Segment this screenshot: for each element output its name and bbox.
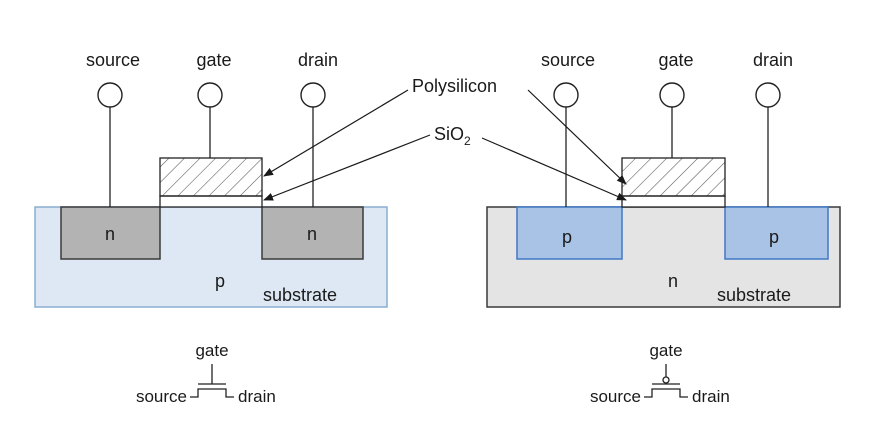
nmos-source-well-label: n [105,224,115,244]
nmos-drain-terminal [300,82,326,108]
nmos-body-type: p [215,271,225,291]
nmos-symbol [190,364,234,398]
polysilicon-arrow-left [263,89,409,177]
pmos-source-label: source [541,50,595,70]
nmos-source-terminal [97,82,123,108]
pmos-symbol-source-label: source [590,387,641,406]
sio2-arrow-left [263,134,431,201]
nmos-symbol-gate-label: gate [195,341,228,360]
pmos-body-type: n [668,271,678,291]
nmos-oxide [159,195,263,208]
nmos-source-well [60,206,161,260]
nmos-drain-well-label: n [307,224,317,244]
nmos-drain-label: drain [298,50,338,70]
nmos-transistor: source gate drain n n p substrate gate s… [34,50,388,406]
nmos-gate-terminal [197,82,223,108]
nmos-polysilicon [159,157,263,197]
pmos-drain-label: drain [753,50,793,70]
pmos-symbol-drain-label: drain [692,387,730,406]
polysilicon-callout-label: Polysilicon [412,76,497,96]
pmos-source-well-label: p [562,227,572,247]
nmos-substrate-label: substrate [263,285,337,305]
pmos-oxide [621,195,726,208]
polysilicon-arrow-right [527,89,627,185]
pmos-substrate-label: substrate [717,285,791,305]
pmos-polysilicon [621,157,726,197]
callouts: Polysilicon SiO2 [263,76,627,201]
pmos-gate-label: gate [658,50,693,70]
pmos-drain-well-label: p [769,227,779,247]
pmos-gate-terminal [659,82,685,108]
pmos-symbol [644,364,688,398]
pmos-transistor: source gate drain p p n substrate gate s… [486,50,841,406]
nmos-symbol-drain-label: drain [238,387,276,406]
pmos-drain-well [724,206,829,260]
nmos-source-label: source [86,50,140,70]
nmos-gate-label: gate [196,50,231,70]
pmos-source-well [516,206,623,260]
pmos-symbol-gate-label: gate [649,341,682,360]
nmos-symbol-source-label: source [136,387,187,406]
pmos-drain-terminal [755,82,781,108]
pmos-source-terminal [553,82,579,108]
sio2-arrow-right [481,137,627,201]
sio2-callout-label: SiO2 [434,124,471,148]
